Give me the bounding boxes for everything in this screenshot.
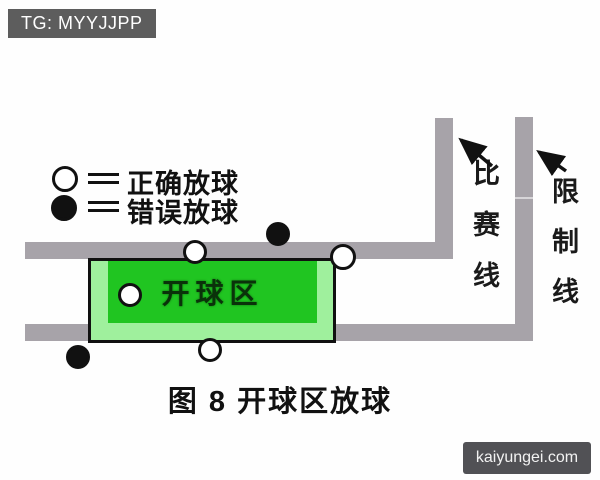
race-line-char: 线 <box>473 261 500 291</box>
equals-symbol <box>88 173 119 184</box>
legend-correct-label: 正确放球 <box>127 169 239 199</box>
race-line-label: 比 赛 线 <box>473 161 500 314</box>
equals-symbol <box>88 201 119 212</box>
race-line-vertical <box>435 118 453 248</box>
wrong-ball-below-line <box>66 345 90 369</box>
break-zone-label: 开球区 <box>161 278 264 309</box>
legend-correct-ball-icon <box>52 166 78 192</box>
race-line-char: 比 <box>473 159 500 189</box>
break-line-horizontal <box>25 242 453 259</box>
limit-line-char: 限 <box>552 177 579 207</box>
figure-caption: 图 8 开球区放球 <box>167 386 393 418</box>
limit-line-char: 线 <box>552 277 579 307</box>
limit-line-vertical <box>515 117 533 341</box>
correct-ball-zone-corner <box>330 244 356 270</box>
limit-line-seam <box>515 197 533 199</box>
limit-line-label: 限 制 线 <box>552 179 579 329</box>
wrong-ball-above-line <box>266 222 290 246</box>
break-zone-inner: 开球区 <box>108 261 317 323</box>
race-line-char: 赛 <box>473 210 500 240</box>
watermark: kaiyungei.com <box>463 442 591 474</box>
limit-line-char: 制 <box>552 227 579 257</box>
correct-ball-inside-zone <box>118 283 142 307</box>
limit-line-arrow <box>536 149 568 177</box>
legend-wrong-label: 错误放球 <box>127 198 239 228</box>
correct-ball-on-break-line <box>183 240 207 264</box>
tg-badge: TG: MYYJJPP <box>8 9 156 38</box>
correct-ball-zone-bottom-edge <box>198 338 222 362</box>
legend-wrong-ball-icon <box>51 195 77 221</box>
